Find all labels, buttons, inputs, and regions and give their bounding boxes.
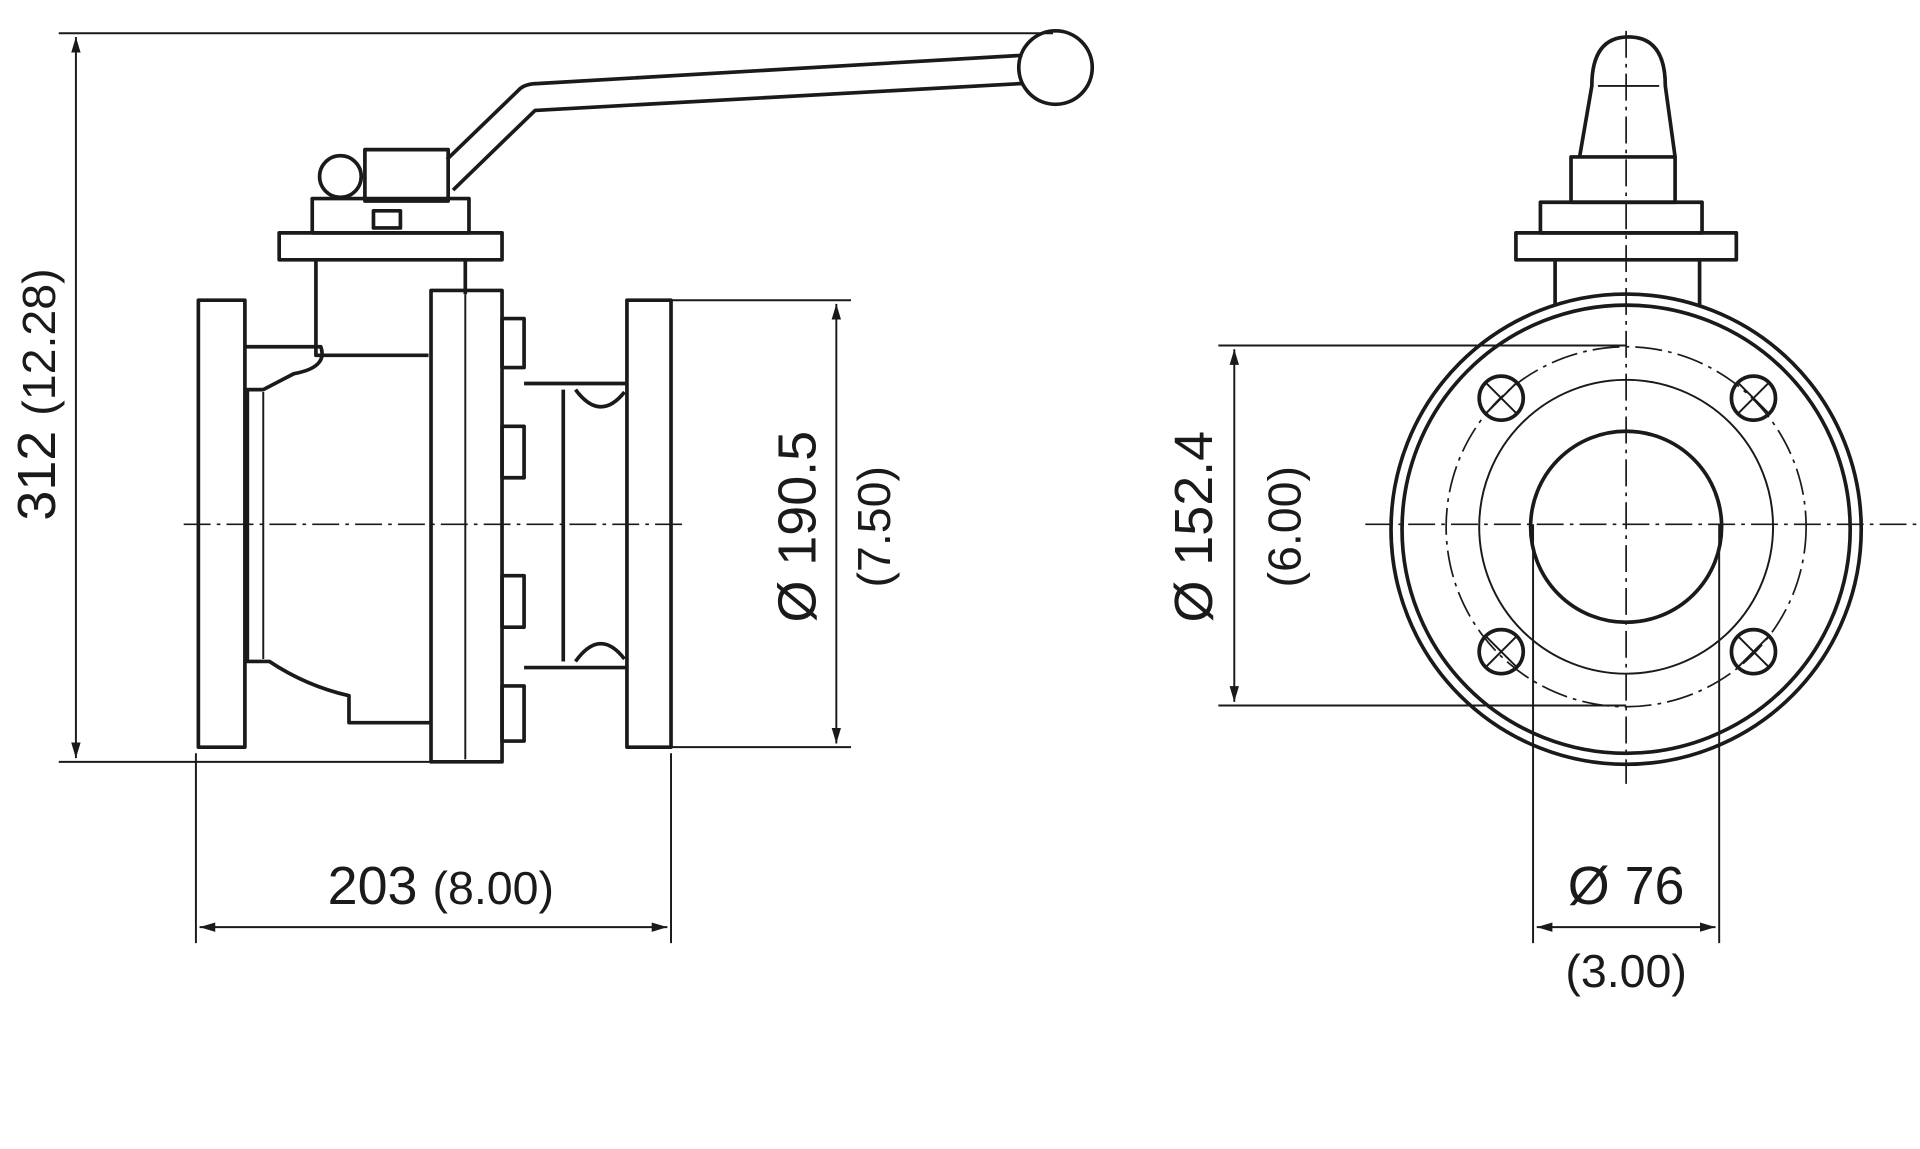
height-label: 312 (12.28) bbox=[7, 268, 67, 520]
flange-dia-in: (7.50) bbox=[848, 466, 900, 588]
end-view: Ø 152.4 (6.00) Ø 76 (3.00) bbox=[1164, 30, 1917, 997]
bore-in: (3.00) bbox=[1565, 945, 1687, 997]
bolt-circle-mm: Ø 152.4 bbox=[1164, 431, 1224, 623]
bolts bbox=[500, 316, 526, 743]
bolt-holes bbox=[1477, 374, 1778, 676]
side-view: 312 (12.28) Ø 190.5 (7.50) 203 (8.00) bbox=[7, 28, 1095, 944]
flange-dia-mm: Ø 190.5 bbox=[768, 431, 828, 623]
length-label: 203 (8.00) bbox=[328, 856, 554, 916]
bore-mm: Ø 76 bbox=[1568, 856, 1685, 916]
bolt-circle-in: (6.00) bbox=[1258, 466, 1310, 588]
